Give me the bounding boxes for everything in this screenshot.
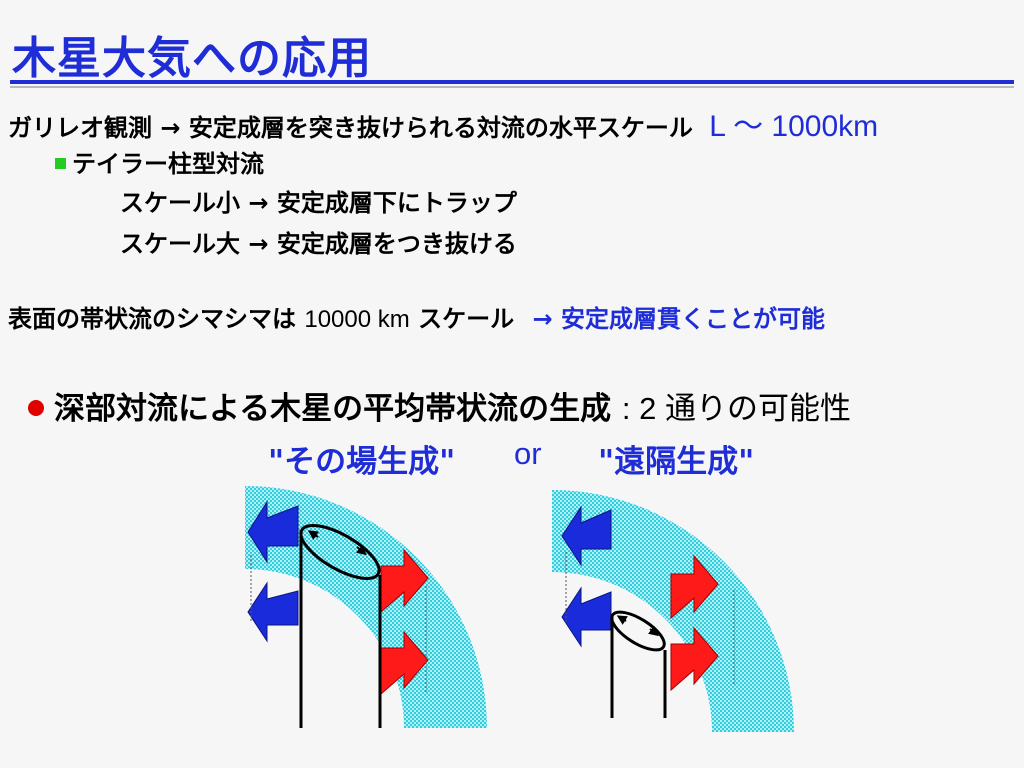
round-bullet-icon <box>28 399 44 416</box>
deep-arrow-east-lower <box>380 630 429 696</box>
galileo-text: ガリレオ観測 → 安定成層を突き抜けられる対流の水平スケール <box>8 114 693 142</box>
in-situ-diagram <box>245 486 487 728</box>
surface-arrow-west-upper <box>561 505 612 567</box>
galileo-line: ガリレオ観測 → 安定成層を突き抜けられる対流の水平スケール L 〜 1000k… <box>8 101 878 145</box>
deep-arrow-east-upper <box>380 548 429 614</box>
zonal-scale-label: スケール <box>418 305 515 333</box>
penetrate-conclusion: → 安定成層貫くことが可能 <box>532 305 825 333</box>
deep-convection-heading: 深部対流による木星の平均帯状流の生成 : 2 通りの可能性 <box>28 383 851 428</box>
taylor-column-item: テイラー柱型対流 <box>55 144 264 179</box>
taylor-column-label: テイラー柱型対流 <box>72 150 264 178</box>
surface-arrow-east-lower <box>670 626 719 692</box>
option-or: or <box>514 436 542 471</box>
small-scale-line: スケール小 → 安定成層下にトラップ <box>120 189 517 217</box>
possibility-count: : 2 通りの可能性 <box>621 391 851 426</box>
option-remote: "遠隔生成" <box>598 444 755 480</box>
short-column-cap-vortex <box>610 610 666 652</box>
zonal-scale-value: 10000 km <box>304 306 410 333</box>
square-bullet-icon <box>55 157 66 169</box>
large-scale-line: スケール大 → 安定成層をつき抜ける <box>120 230 517 258</box>
scale-value: L 〜 1000km <box>709 110 879 143</box>
title-underline <box>10 80 1014 84</box>
zonal-stripes-line: 表面の帯状流のシマシマは 10000 km スケール → 安定成層貫くことが可能 <box>8 299 825 334</box>
deep-arrow-west-lower <box>247 581 299 643</box>
column-cap-vortex <box>299 524 381 580</box>
deep-arrow-west-upper <box>247 500 299 564</box>
title-underline-shadow <box>10 86 1014 88</box>
surface-arrow-east-upper <box>670 554 719 620</box>
option-in-situ: "その場生成" <box>268 444 456 480</box>
zonal-stripes-text: 表面の帯状流のシマシマは <box>8 305 296 333</box>
remote-diagram <box>552 490 794 732</box>
page-title: 木星大気への応用 <box>12 33 372 84</box>
surface-arrow-west-lower <box>561 586 612 648</box>
deep-convection-text: 深部対流による木星の平均帯状流の生成 <box>54 391 612 427</box>
